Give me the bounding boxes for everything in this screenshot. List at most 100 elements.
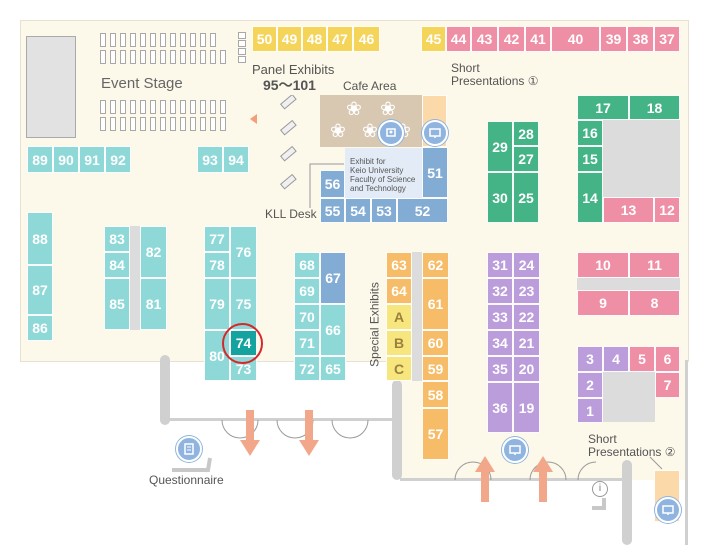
booth-72[interactable]: 72 (294, 356, 320, 381)
booth-65[interactable]: 65 (320, 356, 346, 381)
booth-50[interactable]: 50 (252, 26, 277, 52)
booth-4[interactable]: 4 (603, 346, 629, 372)
panel-exhibits-range: 95～101 (263, 77, 316, 93)
booth-89[interactable]: 89 (27, 146, 53, 173)
booth-12[interactable]: 12 (654, 197, 680, 223)
booth-77[interactable]: 77 (204, 226, 230, 252)
booth-A[interactable]: A (386, 304, 412, 330)
booth-56[interactable]: 56 (320, 170, 345, 198)
booth-18[interactable]: 18 (629, 95, 680, 120)
booth-48[interactable]: 48 (302, 26, 327, 52)
booth-78[interactable]: 78 (204, 252, 230, 278)
booth-39[interactable]: 39 (600, 26, 627, 52)
booth-45[interactable]: 45 (421, 26, 446, 52)
booth-13[interactable]: 13 (603, 197, 654, 223)
booth-64[interactable]: 64 (386, 278, 412, 304)
booth-70[interactable]: 70 (294, 304, 320, 330)
booth-81[interactable]: 81 (140, 278, 167, 330)
booth-85[interactable]: 85 (104, 278, 130, 330)
booth-21[interactable]: 21 (513, 330, 540, 356)
booth-30[interactable]: 30 (487, 172, 513, 223)
booth-68[interactable]: 68 (294, 252, 320, 278)
booth-1[interactable]: 1 (577, 398, 603, 423)
stage-seat (100, 100, 106, 114)
booth-63[interactable]: 63 (386, 252, 412, 278)
booth-24[interactable]: 24 (513, 252, 540, 278)
booth-7[interactable]: 7 (655, 372, 680, 398)
booth-5[interactable]: 5 (629, 346, 655, 372)
booth-83[interactable]: 83 (104, 226, 130, 252)
booth-block-center (603, 372, 655, 422)
booth-34[interactable]: 34 (487, 330, 513, 356)
booth-42[interactable]: 42 (498, 26, 525, 52)
booth-54[interactable]: 54 (345, 198, 371, 223)
booth-16[interactable]: 16 (577, 120, 603, 146)
booth-61[interactable]: 61 (422, 278, 449, 330)
booth-90[interactable]: 90 (53, 146, 79, 173)
booth-11[interactable]: 11 (629, 252, 680, 278)
booth-71[interactable]: 71 (294, 330, 320, 356)
booth-B[interactable]: B (386, 330, 412, 356)
booth-52[interactable]: 52 (397, 198, 448, 223)
booth-69[interactable]: 69 (294, 278, 320, 304)
booth-22[interactable]: 22 (513, 304, 540, 330)
booth-75[interactable]: 75 (230, 278, 257, 330)
booth-C[interactable]: C (386, 356, 412, 381)
booth-3[interactable]: 3 (577, 346, 603, 372)
booth-59[interactable]: 59 (422, 356, 449, 381)
booth-60[interactable]: 60 (422, 330, 449, 356)
booth-94[interactable]: 94 (223, 146, 249, 173)
booth-82[interactable]: 82 (140, 226, 167, 278)
booth-29[interactable]: 29 (487, 121, 513, 172)
booth-92[interactable]: 92 (105, 146, 131, 173)
booth-9[interactable]: 9 (577, 290, 629, 316)
booth-46[interactable]: 46 (353, 26, 380, 52)
booth-79[interactable]: 79 (204, 278, 230, 330)
booth-28[interactable]: 28 (513, 121, 539, 146)
booth-58[interactable]: 58 (422, 381, 449, 408)
booth-57[interactable]: 57 (422, 408, 449, 460)
booth-23[interactable]: 23 (513, 278, 540, 304)
booth-35[interactable]: 35 (487, 356, 513, 382)
booth-49[interactable]: 49 (277, 26, 302, 52)
booth-15[interactable]: 15 (577, 146, 603, 172)
booth-43[interactable]: 43 (471, 26, 498, 52)
questionnaire-icon[interactable] (176, 436, 202, 462)
booth-76[interactable]: 76 (230, 226, 257, 278)
booth-8[interactable]: 8 (629, 290, 680, 316)
kll-desk-line (309, 163, 344, 208)
stage-seat (140, 33, 146, 47)
booth-93[interactable]: 93 (197, 146, 223, 173)
booth-19[interactable]: 19 (513, 382, 540, 433)
booth-62[interactable]: 62 (422, 252, 449, 278)
booth-32[interactable]: 32 (487, 278, 513, 304)
booth-55[interactable]: 55 (320, 198, 345, 223)
booth-41[interactable]: 41 (525, 26, 551, 52)
booth-88[interactable]: 88 (27, 212, 53, 265)
booth-31[interactable]: 31 (487, 252, 513, 278)
booth-37[interactable]: 37 (654, 26, 680, 52)
booth-14[interactable]: 14 (577, 172, 603, 223)
booth-20[interactable]: 20 (513, 356, 540, 382)
booth-44[interactable]: 44 (446, 26, 471, 52)
booth-66[interactable]: 66 (320, 304, 346, 356)
booth-86[interactable]: 86 (27, 315, 53, 341)
booth-10[interactable]: 10 (577, 252, 629, 278)
booth-91[interactable]: 91 (79, 146, 105, 173)
booth-2[interactable]: 2 (577, 372, 603, 398)
booth-17[interactable]: 17 (577, 95, 629, 120)
booth-84[interactable]: 84 (104, 252, 130, 278)
booth-36[interactable]: 36 (487, 382, 513, 433)
booth-38[interactable]: 38 (627, 26, 654, 52)
booth-27[interactable]: 27 (513, 146, 539, 172)
booth-25[interactable]: 25 (513, 172, 539, 223)
booth-33[interactable]: 33 (487, 304, 513, 330)
booth-6[interactable]: 6 (655, 346, 680, 372)
booth-40[interactable]: 40 (551, 26, 600, 52)
booth-67[interactable]: 67 (320, 252, 346, 304)
stage-seat (210, 50, 216, 64)
booth-47[interactable]: 47 (327, 26, 353, 52)
booth-51[interactable]: 51 (422, 147, 448, 198)
booth-87[interactable]: 87 (27, 265, 53, 315)
booth-53[interactable]: 53 (371, 198, 397, 223)
